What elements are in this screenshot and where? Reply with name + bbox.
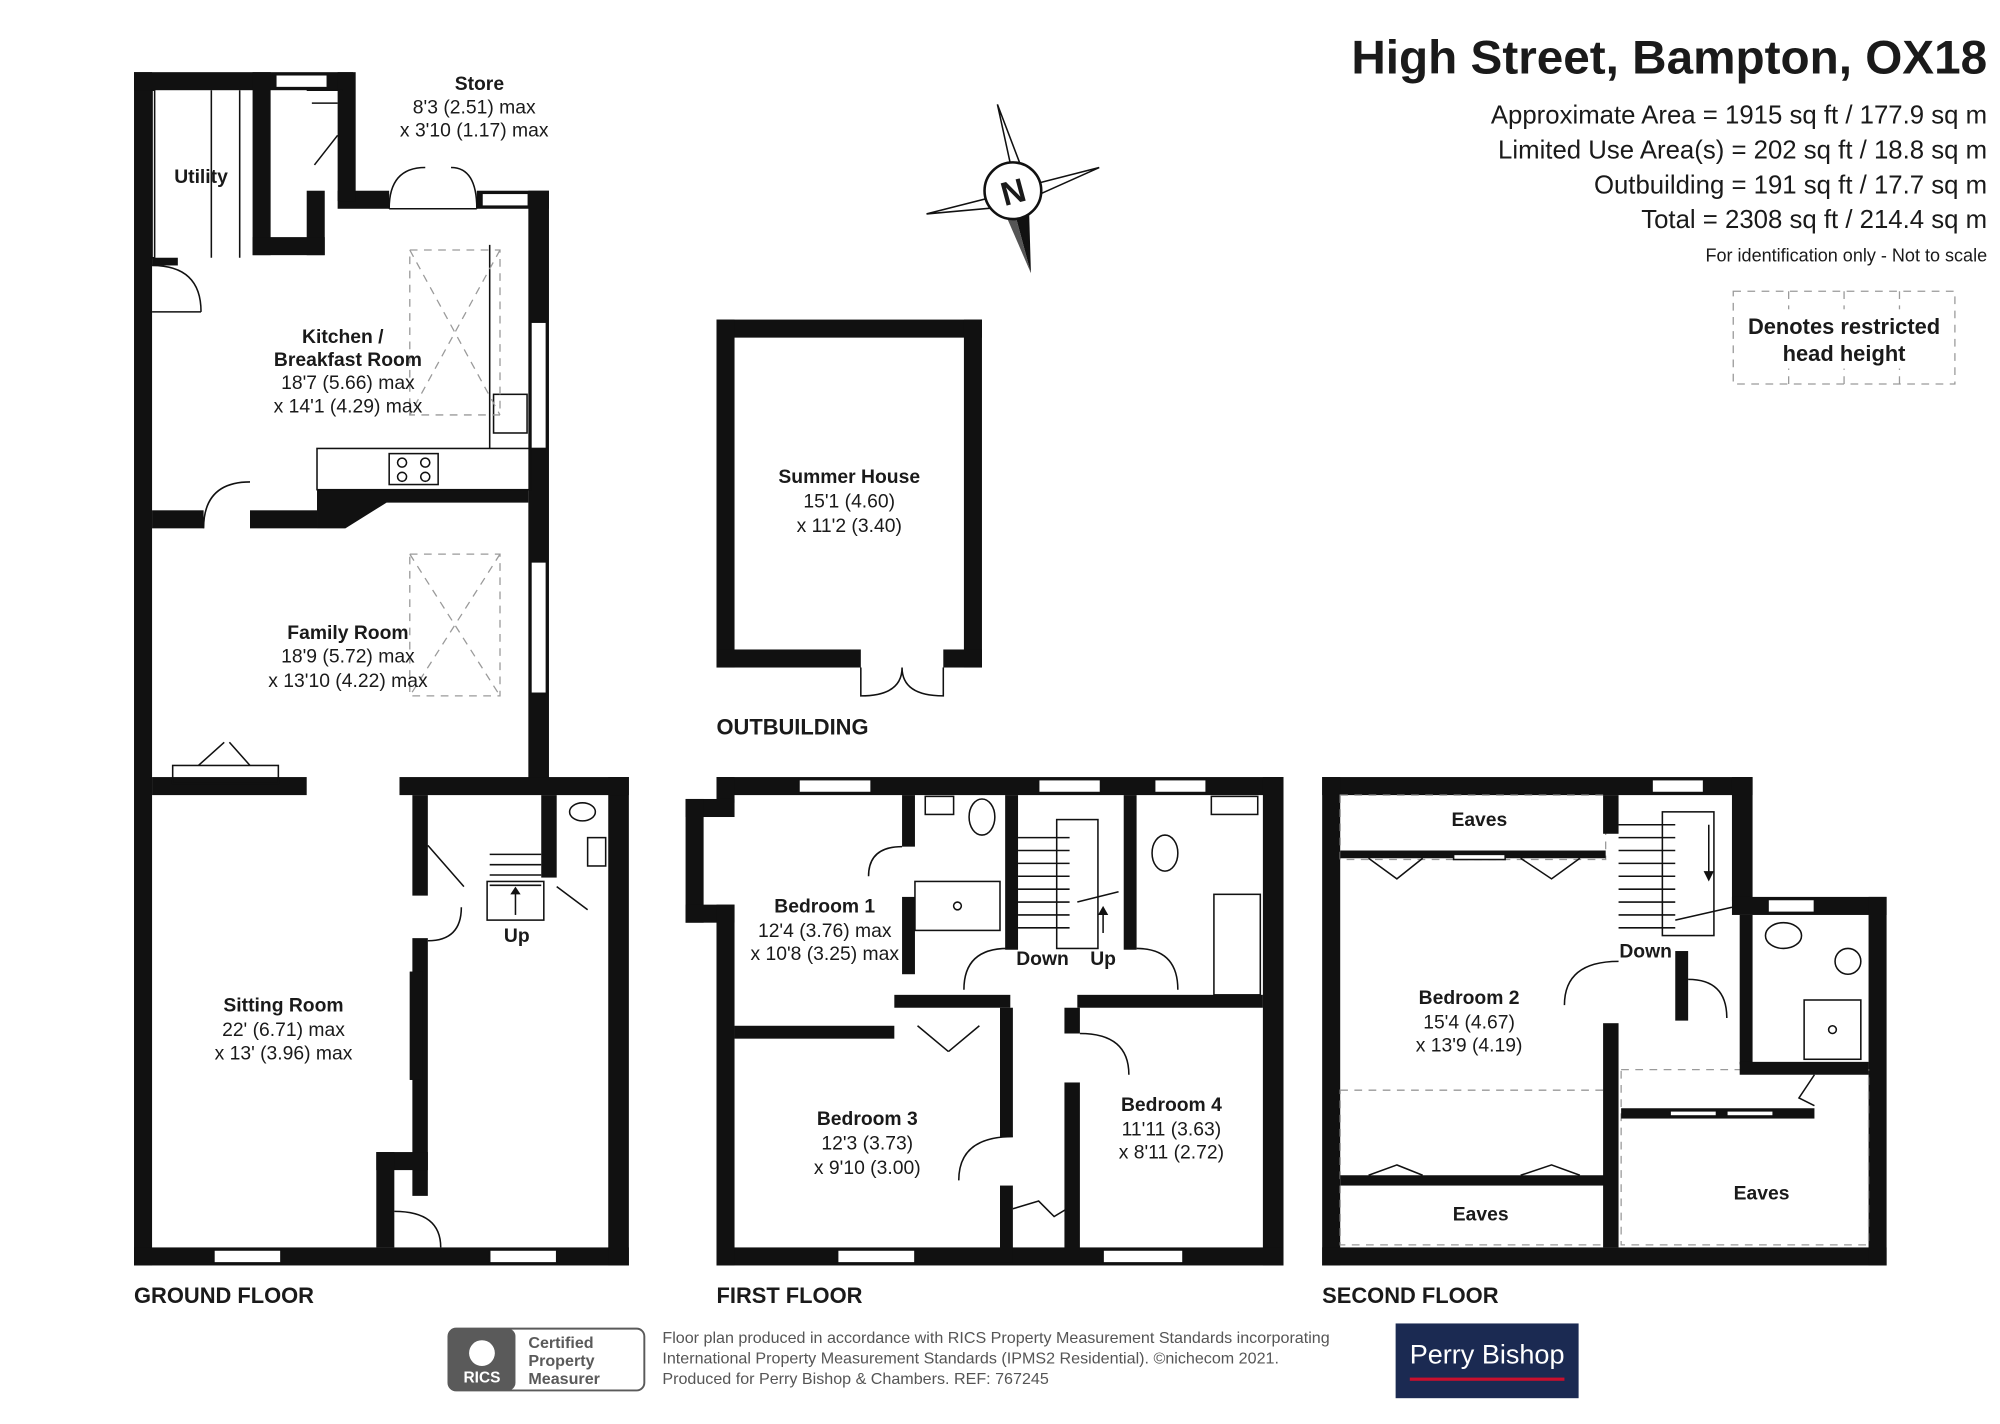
ground-stairs-up-label: Up (504, 926, 530, 947)
footer-text-1: Floor plan produced in accordance with R… (662, 1329, 1329, 1347)
utility-name: Utility (174, 167, 228, 188)
bedroom-2-dim-1: 15'4 (4.67) (1423, 1012, 1515, 1033)
kitchen-name-2: Breakfast Room (274, 350, 422, 371)
bedroom-1-dim-2: x 10'8 (3.25) max (750, 944, 899, 965)
area-limited-use: Limited Use Area(s) = 202 sq ft / 18.8 s… (1498, 137, 1987, 165)
sitting-room-dim-1: 22' (6.71) max (222, 1020, 345, 1041)
ground-floor-label: GROUND FLOOR (134, 1283, 314, 1308)
area-total: Total = 2308 sq ft / 214.4 sq m (1641, 206, 1987, 234)
perry-bishop-logo: Perry Bishop (1395, 1323, 1579, 1399)
footer-text-2: International Property Measurement Stand… (662, 1349, 1279, 1367)
badge-line-2: Property (528, 1352, 594, 1370)
first-stairs-up-label: Up (1090, 949, 1116, 970)
brand-name: Perry Bishop (1410, 1339, 1565, 1369)
first-floor-label: FIRST FLOOR (716, 1283, 862, 1308)
ground-floor-plan (134, 72, 629, 1266)
sitting-room-name: Sitting Room (223, 996, 343, 1017)
scale-note: For identification only - Not to scale (1705, 246, 1987, 266)
store-dim-2: x 3'10 (1.17) max (400, 121, 549, 142)
store-dim-1: 8'3 (2.51) max (413, 97, 536, 118)
summer-house-name: Summer House (778, 467, 920, 488)
first-floor-plan (685, 777, 1284, 1266)
kitchen-dim-2: x 14'1 (4.29) max (274, 396, 423, 417)
bedroom-3-name: Bedroom 3 (817, 1109, 918, 1130)
bedroom-3-dim-2: x 9'10 (3.00) (814, 1158, 921, 1179)
family-room-name: Family Room (287, 623, 408, 644)
legend-line-1: Denotes restricted (1748, 314, 1940, 339)
bedroom-2-name: Bedroom 2 (1419, 988, 1520, 1009)
badge-line-3: Measurer (528, 1370, 600, 1388)
legend-line-2: head height (1783, 341, 1907, 366)
eaves-label-right: Eaves (1734, 1184, 1790, 1205)
bedroom-4-name: Bedroom 4 (1121, 1095, 1222, 1116)
outbuilding-plan (716, 319, 982, 697)
eaves-label-bottom: Eaves (1453, 1204, 1509, 1225)
second-stairs-down-label: Down (1619, 941, 1672, 962)
restricted-height-legend: Denotes restricted head height (1732, 290, 1956, 385)
first-stairs-down-label: Down (1016, 949, 1069, 970)
compass-icon: N (926, 104, 1100, 274)
bedroom-1-dim-1: 12'4 (3.76) max (758, 921, 892, 942)
rics-logo-icon (469, 1340, 495, 1366)
bedroom-3-dim-1: 12'3 (3.73) (821, 1133, 913, 1154)
sitting-room-dim-2: x 13' (3.96) max (215, 1043, 353, 1064)
kitchen-name-1: Kitchen / (302, 327, 384, 348)
bedroom-1-name: Bedroom 1 (774, 896, 875, 917)
footer-text-3: Produced for Perry Bishop & Chambers. RE… (662, 1370, 1048, 1388)
family-room-dim-2: x 13'10 (4.22) max (268, 671, 428, 692)
summer-house-dim-1: 15'1 (4.60) (803, 492, 895, 513)
eaves-label-top: Eaves (1451, 810, 1507, 831)
address-title: High Street, Bampton, OX18 (1351, 31, 1987, 84)
kitchen-dim-1: 18'7 (5.66) max (281, 373, 415, 394)
second-floor-plan (1322, 777, 1887, 1266)
bedroom-4-dim-1: 11'11 (3.63) (1122, 1119, 1222, 1140)
summer-house-dim-2: x 11'2 (3.40) (797, 516, 902, 537)
badge-line-1: Certified (528, 1334, 593, 1352)
second-floor-label: SECOND FLOOR (1322, 1283, 1499, 1308)
rics-badge: RICS Certified Property Measurer (447, 1327, 646, 1392)
area-outbuilding: Outbuilding = 191 sq ft / 17.7 sq m (1594, 171, 1987, 199)
bedroom-2-dim-2: x 13'9 (4.19) (1416, 1036, 1523, 1057)
area-approximate: Approximate Area = 1915 sq ft / 177.9 sq… (1491, 102, 1987, 130)
rics-org-label: RICS (463, 1370, 500, 1387)
family-room-dim-1: 18'9 (5.72) max (281, 646, 415, 667)
store-name: Store (455, 74, 505, 95)
bedroom-4-dim-2: x 8'11 (2.72) (1119, 1143, 1224, 1164)
outbuilding-label: OUTBUILDING (716, 715, 868, 740)
